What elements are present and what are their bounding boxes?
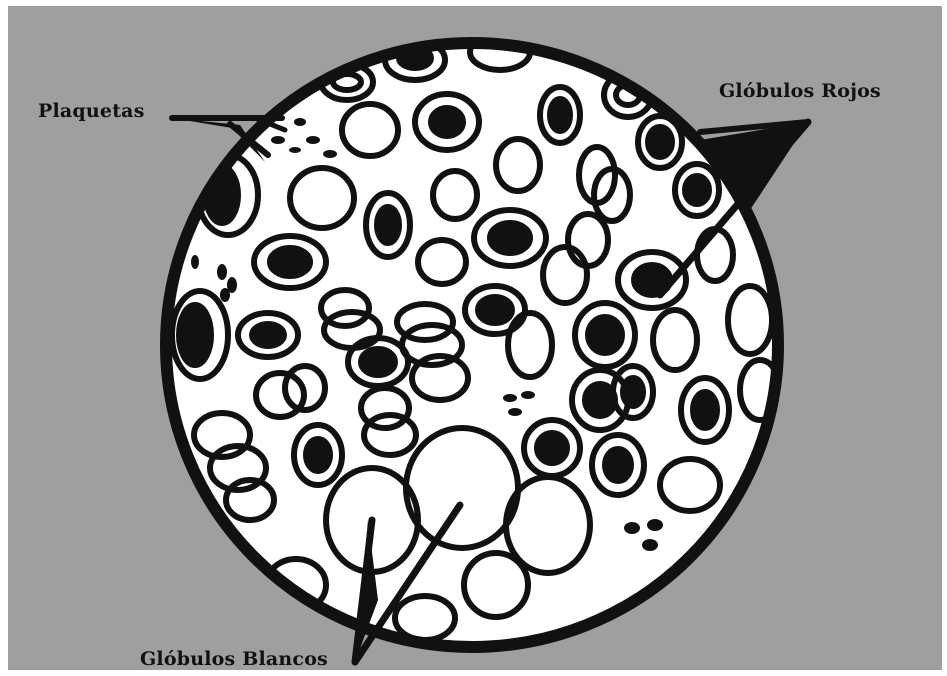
red-blood-cells-label: Glóbulos Rojos — [719, 80, 881, 102]
white-blood-cells-label: Glóbulos Blancos — [140, 648, 328, 670]
platelets-label: Plaquetas — [38, 100, 145, 122]
microscope-field — [166, 34, 780, 647]
